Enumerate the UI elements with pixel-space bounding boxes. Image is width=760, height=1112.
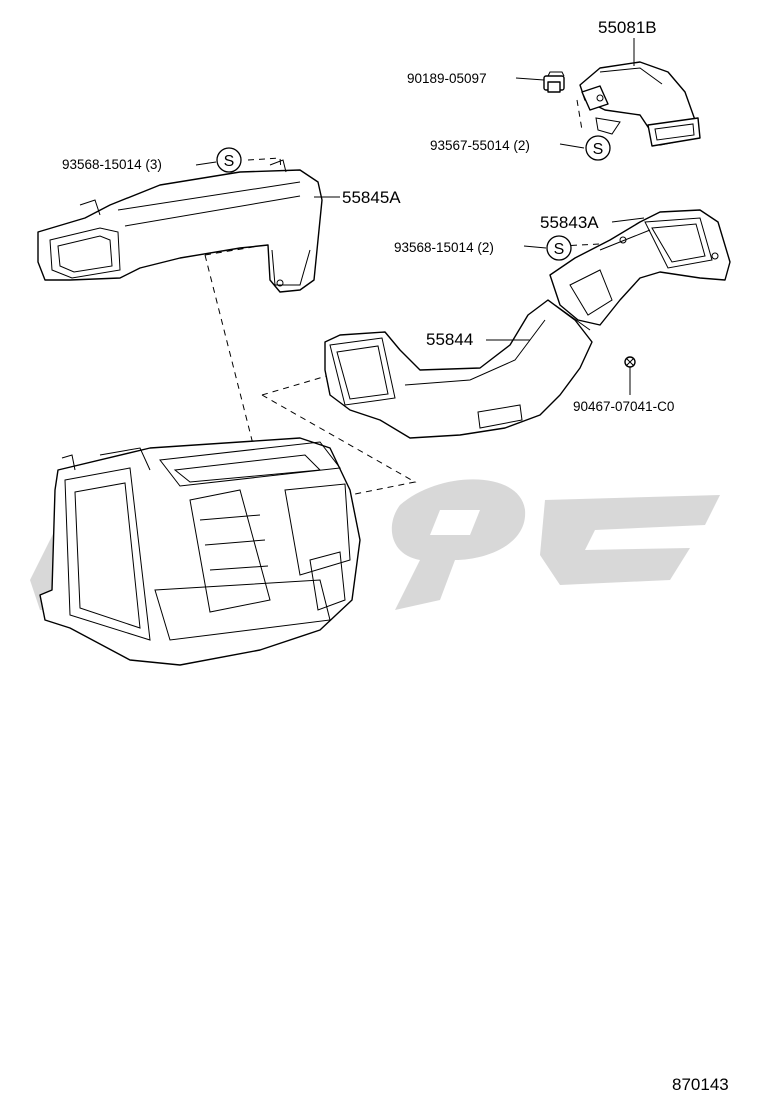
label-90189-05097: 90189-05097 bbox=[407, 71, 487, 86]
label-55845a: 55845A bbox=[342, 188, 401, 207]
label-93567-55014: 93567-55014 (2) bbox=[430, 138, 530, 153]
label-55081b: 55081B bbox=[598, 18, 657, 37]
duct-55843a[interactable] bbox=[549, 209, 731, 326]
svg-text:S: S bbox=[554, 241, 565, 258]
s-mark-3: S bbox=[546, 235, 572, 261]
svg-text:S: S bbox=[224, 153, 235, 170]
s-mark-1: S bbox=[216, 147, 242, 173]
svg-text:S: S bbox=[593, 141, 604, 158]
label-55843a: 55843A bbox=[540, 213, 599, 232]
duct-55081b[interactable] bbox=[579, 61, 701, 147]
heater-unit-assembly[interactable] bbox=[39, 437, 361, 666]
clip-fastener-icon[interactable] bbox=[543, 71, 565, 93]
label-93568-15014-3: 93568-15014 (3) bbox=[62, 157, 162, 172]
s-mark-2: S bbox=[585, 135, 611, 161]
label-55844: 55844 bbox=[426, 330, 473, 349]
duct-55845a[interactable] bbox=[37, 159, 323, 293]
diagram-number: 870143 bbox=[672, 1075, 729, 1094]
screw-icon[interactable] bbox=[624, 356, 636, 368]
leader-lines bbox=[195, 38, 645, 395]
label-90467-07041-c0: 90467-07041-C0 bbox=[573, 399, 674, 414]
duct-55844[interactable] bbox=[324, 299, 593, 439]
label-93568-15014-2: 93568-15014 (2) bbox=[394, 240, 494, 255]
